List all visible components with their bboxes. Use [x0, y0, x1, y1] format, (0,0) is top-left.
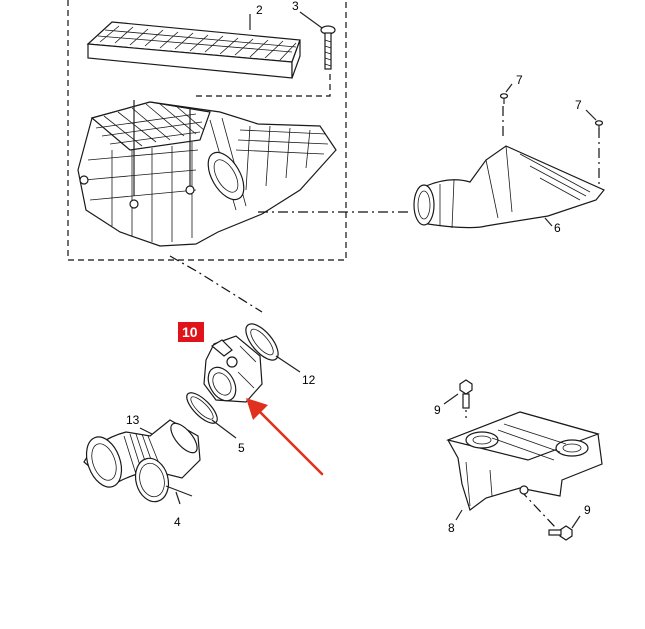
bolt-part-9b	[548, 515, 581, 541]
callout-9a: 9	[434, 403, 441, 417]
bolt-part-3	[299, 11, 336, 70]
bracket-part-8	[446, 411, 603, 521]
callout-10-highlight	[178, 322, 204, 342]
callout-3: 3	[292, 0, 299, 13]
bolt-part-9a	[443, 379, 473, 409]
callout-10: 10	[182, 324, 198, 340]
clamp-part-4	[134, 457, 193, 505]
red-pointer-arrow	[246, 398, 324, 476]
connection-lines	[169, 106, 600, 529]
callout-12: 12	[302, 373, 316, 387]
air-cleaner-housing	[77, 100, 337, 247]
callout-2: 2	[256, 3, 263, 17]
callout-7b: 7	[575, 98, 582, 112]
screw-part-7b	[585, 109, 604, 130]
air-inlet-duct	[413, 145, 605, 229]
screw-part-7a	[499, 83, 513, 104]
gasket-ring-12	[245, 323, 301, 373]
callout-9b: 9	[584, 503, 591, 517]
assembly-boundary	[67, 0, 347, 261]
callout-8: 8	[448, 521, 455, 535]
callout-13: 13	[126, 413, 140, 427]
callout-4: 4	[174, 515, 181, 529]
callout-6: 6	[554, 221, 561, 235]
intake-hose	[83, 419, 201, 488]
callout-labels: 2 3 7 7 6 12 13 5 4 9 8 9 10	[126, 0, 591, 535]
callout-7a: 7	[516, 73, 523, 87]
callout-5: 5	[238, 441, 245, 455]
clamp-part-5	[186, 392, 237, 439]
air-filter-element	[86, 14, 301, 79]
mass-air-flow-sensor	[203, 335, 263, 403]
